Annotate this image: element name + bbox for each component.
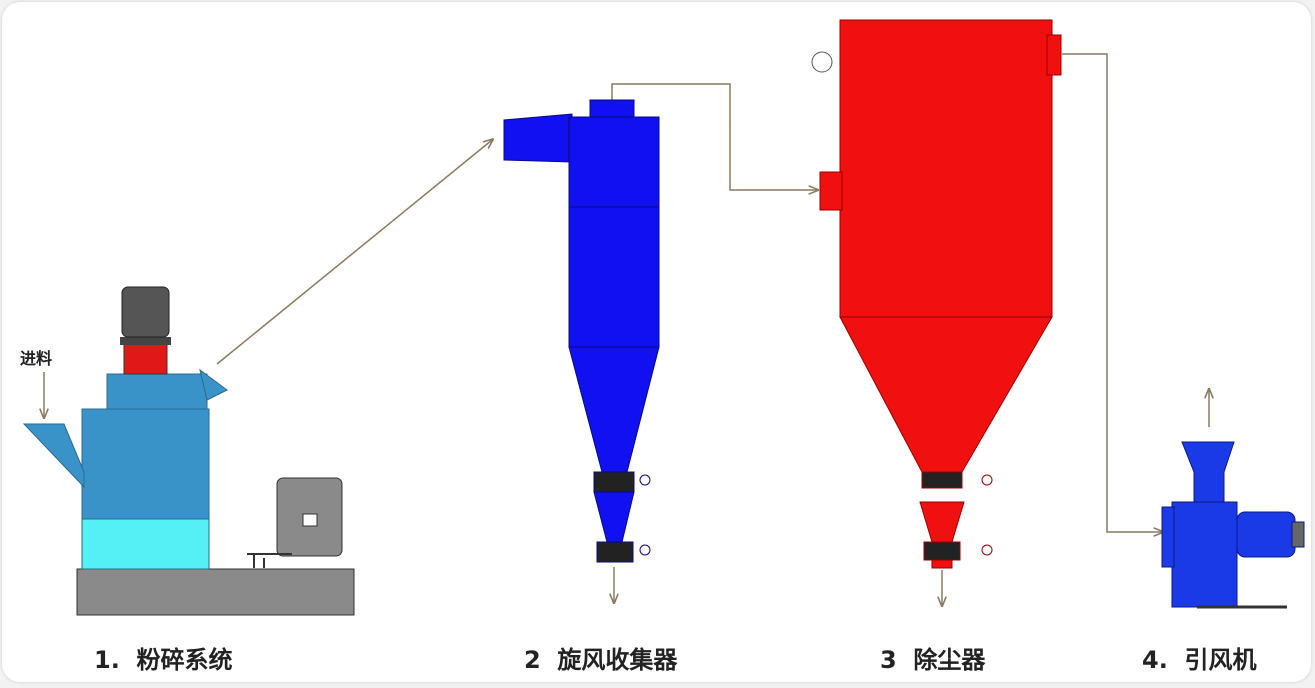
stage-label-cyclone: 2 旋风收集器 (524, 640, 677, 675)
stage-number: 4. (1142, 646, 1168, 674)
stage-label-fan: 4. 引风机 (1142, 640, 1257, 675)
stage-name: 引风机 (1184, 646, 1257, 674)
induced-draft-fan (1161, 441, 1305, 609)
pipe-cyclone-to-collector (611, 83, 817, 190)
stage-name: 旋风收集器 (557, 646, 678, 674)
stage-number: 2 (524, 646, 541, 674)
pipe-collector-to-fan (1062, 53, 1162, 532)
cyclone-collector (503, 99, 660, 563)
feed-label: 进料 (20, 349, 53, 368)
stage-number: 3 (880, 646, 897, 674)
pipe-mill-to-cyclone (216, 140, 492, 365)
pipes (44, 53, 1209, 605)
stage-label-grinding: 1. 粉碎系统 (94, 640, 233, 675)
stage-number: 1. (94, 646, 120, 674)
grinding-system (22, 286, 355, 616)
stage-name: 粉碎系统 (136, 646, 233, 674)
dust-collector (811, 19, 1062, 569)
stage-name: 除尘器 (913, 646, 986, 674)
stage-label-dust-collector: 3 除尘器 (880, 640, 985, 675)
